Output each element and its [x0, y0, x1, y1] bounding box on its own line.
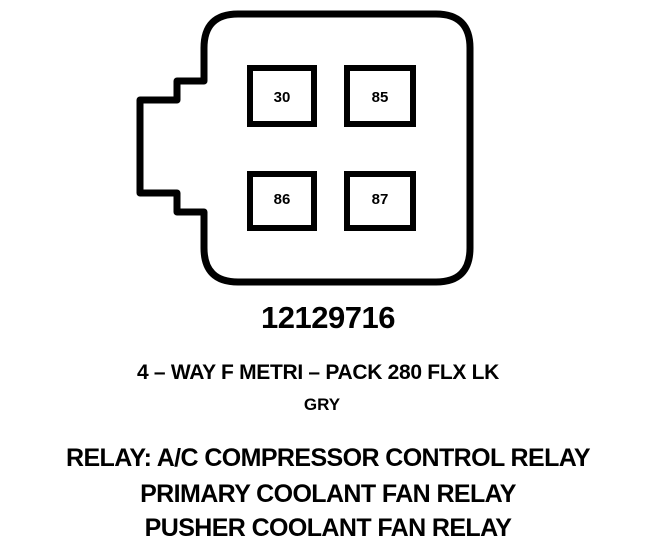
- pin-cavity-box: [247, 171, 317, 231]
- pin-label: 87: [372, 191, 389, 208]
- pin-label: 30: [274, 89, 291, 106]
- relay-line-1: RELAY: A/C COMPRESSOR CONTROL RELAY: [66, 444, 591, 472]
- pin-cavity-30: 30: [247, 65, 317, 127]
- pin-cavity-86: 86: [247, 171, 317, 231]
- pin-cavity-box: [344, 65, 416, 127]
- connector-housing-outline: [136, 10, 474, 286]
- pin-cavity-box: [344, 171, 416, 231]
- pin-cavity-85: 85: [344, 65, 416, 127]
- pin-cavity-87: 87: [344, 171, 416, 231]
- connector-description: 4 – WAY F METRI – PACK 280 FLX LK: [137, 361, 499, 384]
- connector-color: GRY: [303, 395, 341, 414]
- relay-line-2: PRIMARY COOLANT FAN RELAY: [140, 480, 516, 508]
- pin-label: 86: [274, 191, 291, 208]
- pin-label: 85: [372, 89, 389, 106]
- part-number: 12129716: [261, 300, 395, 335]
- relay-line-3: PUSHER COOLANT FAN RELAY: [144, 514, 512, 542]
- connector-diagram: 30 85 86 87: [136, 10, 474, 286]
- pin-cavity-box: [247, 65, 317, 127]
